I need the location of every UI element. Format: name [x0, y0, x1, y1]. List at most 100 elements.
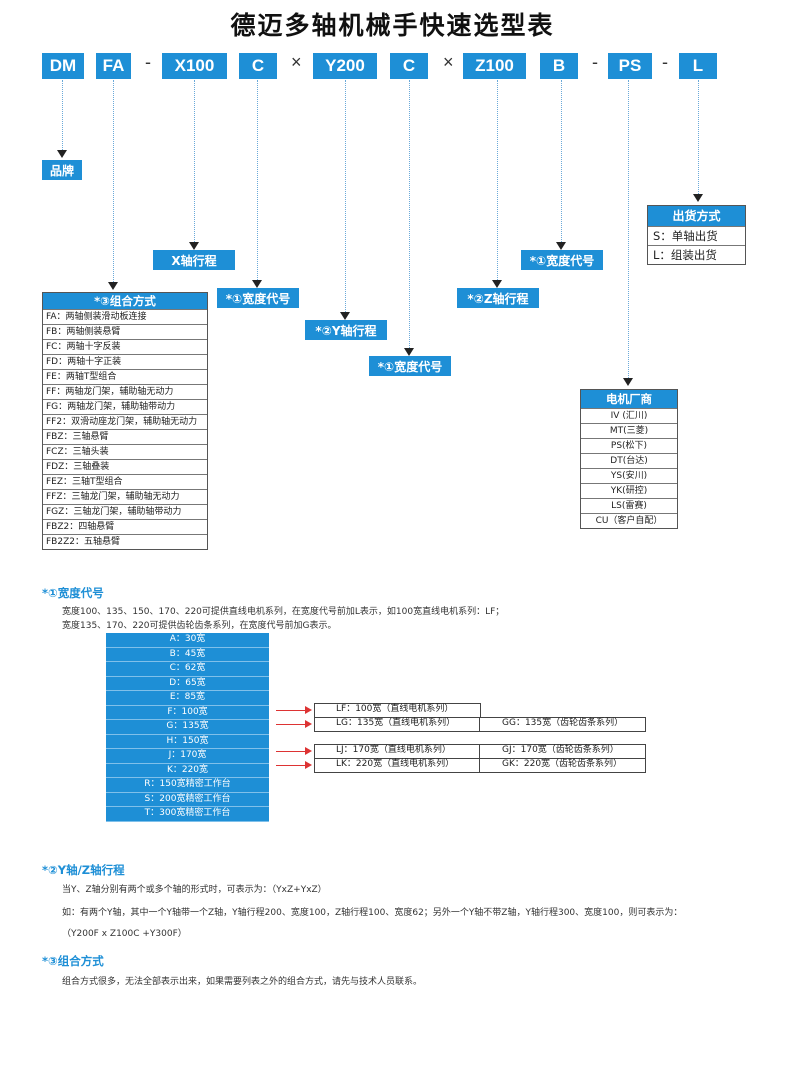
- combo-row: FD：两轴十字正装: [43, 354, 207, 369]
- section-title-yz: *②Y轴/Z轴行程: [42, 863, 125, 877]
- combo-table: *③组合方式 FA：两轴侧装滑动板连接 FB：两轴侧装悬臂 FC：两轴十字反装 …: [42, 292, 208, 550]
- section-text: 当Y、Z轴分别有两个或多个轴的形式时，可表示为：（YxZ+YxZ）: [62, 885, 327, 895]
- width-row: B：45宽: [106, 647, 269, 662]
- width-row: S：200宽精密工作台: [106, 792, 269, 807]
- width-row: A：30宽: [106, 633, 269, 648]
- arrow-down-icon: [623, 378, 633, 386]
- red-arrow-icon: [276, 761, 312, 769]
- combo-row: FEZ：三轴T型组合: [43, 474, 207, 489]
- connector-line: [561, 80, 562, 242]
- width-row: C：62宽: [106, 662, 269, 677]
- motor-row: YK(研控): [581, 483, 677, 498]
- y-width-label: *①宽度代号: [369, 356, 451, 376]
- width-row: K：220宽: [106, 763, 269, 778]
- ext-cell: LF：100宽（直线电机系列）: [336, 704, 454, 714]
- arrow-down-icon: [340, 312, 350, 320]
- ext-cell: LK：220宽（直线电机系列）: [336, 759, 455, 769]
- separator: ×: [291, 52, 302, 72]
- combo-row: FBZ2：四轴悬臂: [43, 519, 207, 534]
- combo-row: FFZ：三轴龙门架，辅助轴无动力: [43, 489, 207, 504]
- width-table: A：30宽 B：45宽 C：62宽 D：65宽 E：85宽 F：100宽 G：1…: [106, 633, 269, 822]
- shipping-row: S：单轴出货: [648, 226, 745, 245]
- code-shipping: L: [679, 53, 717, 79]
- width-row: H：150宽: [106, 734, 269, 749]
- motor-row: IV (汇川): [581, 408, 677, 423]
- motor-row: MT(三菱): [581, 423, 677, 438]
- section-text: 如：有两个Y轴，其中一个Y轴带一个Z轴，Y轴行程200、宽度100，Z轴行程10…: [62, 908, 683, 918]
- width-row: J：170宽: [106, 749, 269, 764]
- connector-line: [409, 80, 410, 348]
- separator: ×: [443, 52, 454, 72]
- arrow-down-icon: [57, 150, 67, 158]
- section-text: 组合方式很多，无法全部表示出来，如果需要列表之外的组合方式，请先与技术人员联系。: [62, 977, 423, 987]
- combo-row: FDZ：三轴叠装: [43, 459, 207, 474]
- ext-box: [314, 758, 646, 773]
- combo-row: FG：两轴龙门架，辅助轴带动力: [43, 399, 207, 414]
- arrow-down-icon: [108, 282, 118, 290]
- code-y-stroke: Y200: [313, 53, 377, 79]
- ext-cell: LG：135宽（直线电机系列）: [336, 718, 456, 728]
- connector-line: [698, 80, 699, 194]
- x-stroke-label: X轴行程: [153, 250, 235, 270]
- combo-row: FC：两轴十字反装: [43, 339, 207, 354]
- divider: [479, 717, 480, 731]
- arrow-down-icon: [252, 280, 262, 288]
- connector-line: [628, 80, 629, 378]
- connector-line: [194, 80, 195, 242]
- combo-row: FB2Z2：五轴悬臂: [43, 534, 207, 549]
- combo-row: FA：两轴侧装滑动板连接: [43, 309, 207, 324]
- section-title-combo: *③组合方式: [42, 954, 104, 968]
- arrow-down-icon: [693, 194, 703, 202]
- combo-table-header: *③组合方式: [43, 293, 207, 309]
- combo-row: FB：两轴侧装悬臂: [43, 324, 207, 339]
- code-motor: PS: [608, 53, 652, 79]
- arrow-down-icon: [492, 280, 502, 288]
- connector-line: [62, 80, 63, 150]
- width-row: G：135宽: [106, 720, 269, 735]
- y-stroke-label: *②Y轴行程: [305, 320, 387, 340]
- separator: -: [592, 52, 598, 72]
- code-combo: FA: [96, 53, 131, 79]
- ext-box: [314, 717, 646, 732]
- shipping-table-header: 出货方式: [648, 206, 745, 226]
- page-title: 德迈多轴机械手快速选型表: [230, 11, 555, 40]
- x-width-label: *①宽度代号: [217, 288, 299, 308]
- motor-row: CU（客户自配）: [581, 513, 677, 528]
- arrow-down-icon: [556, 242, 566, 250]
- combo-row: FGZ：三轴龙门架，辅助轴带动力: [43, 504, 207, 519]
- motor-row: LS(雷赛): [581, 498, 677, 513]
- motor-row: DT(台达): [581, 453, 677, 468]
- combo-row: FBZ：三轴悬臂: [43, 429, 207, 444]
- combo-row: FCZ：三轴头装: [43, 444, 207, 459]
- combo-row: FF2：双滑动座龙门架，辅助轴无动力: [43, 414, 207, 429]
- arrow-down-icon: [189, 242, 199, 250]
- connector-line: [345, 80, 346, 312]
- code-x-width: C: [239, 53, 277, 79]
- red-arrow-icon: [276, 706, 312, 714]
- width-row: D：65宽: [106, 676, 269, 691]
- ext-cell: LJ：170宽（直线电机系列）: [336, 745, 451, 755]
- code-y-width: C: [390, 53, 428, 79]
- brand-label: 品牌: [42, 160, 82, 180]
- z-stroke-label: *②Z轴行程: [457, 288, 539, 308]
- ext-cell: GG：135宽（齿轮齿条系列）: [502, 718, 624, 728]
- motor-table-header: 电机厂商: [581, 390, 677, 408]
- connector-line: [497, 80, 498, 280]
- ext-cell: GK：220宽（齿轮齿条系列）: [502, 759, 623, 769]
- combo-row: FF：两轴龙门架，辅助轴无动力: [43, 384, 207, 399]
- width-row: R：150宽精密工作台: [106, 778, 269, 793]
- section-title-width: *①宽度代号: [42, 586, 104, 600]
- section-text: 宽度135、170、220可提供齿轮齿条系列，在宽度代号前加G表示。: [62, 621, 337, 631]
- section-text: （Y200F x Z100C +Y300F）: [62, 929, 187, 939]
- code-z-stroke: Z100: [463, 53, 526, 79]
- arrow-down-icon: [404, 348, 414, 356]
- motor-table: 电机厂商 IV (汇川) MT(三菱) PS(松下) DT(台达) YS(安川)…: [580, 389, 678, 529]
- divider: [479, 744, 480, 772]
- connector-line: [113, 80, 114, 282]
- separator: -: [662, 52, 668, 72]
- separator: -: [145, 52, 151, 72]
- shipping-table: 出货方式 S：单轴出货 L：组装出货: [647, 205, 746, 265]
- section-text: 宽度100、135、150、170、220可提供直线电机系列，在宽度代号前加L表…: [62, 607, 505, 617]
- code-z-width: B: [540, 53, 578, 79]
- code-brand: DM: [42, 53, 84, 79]
